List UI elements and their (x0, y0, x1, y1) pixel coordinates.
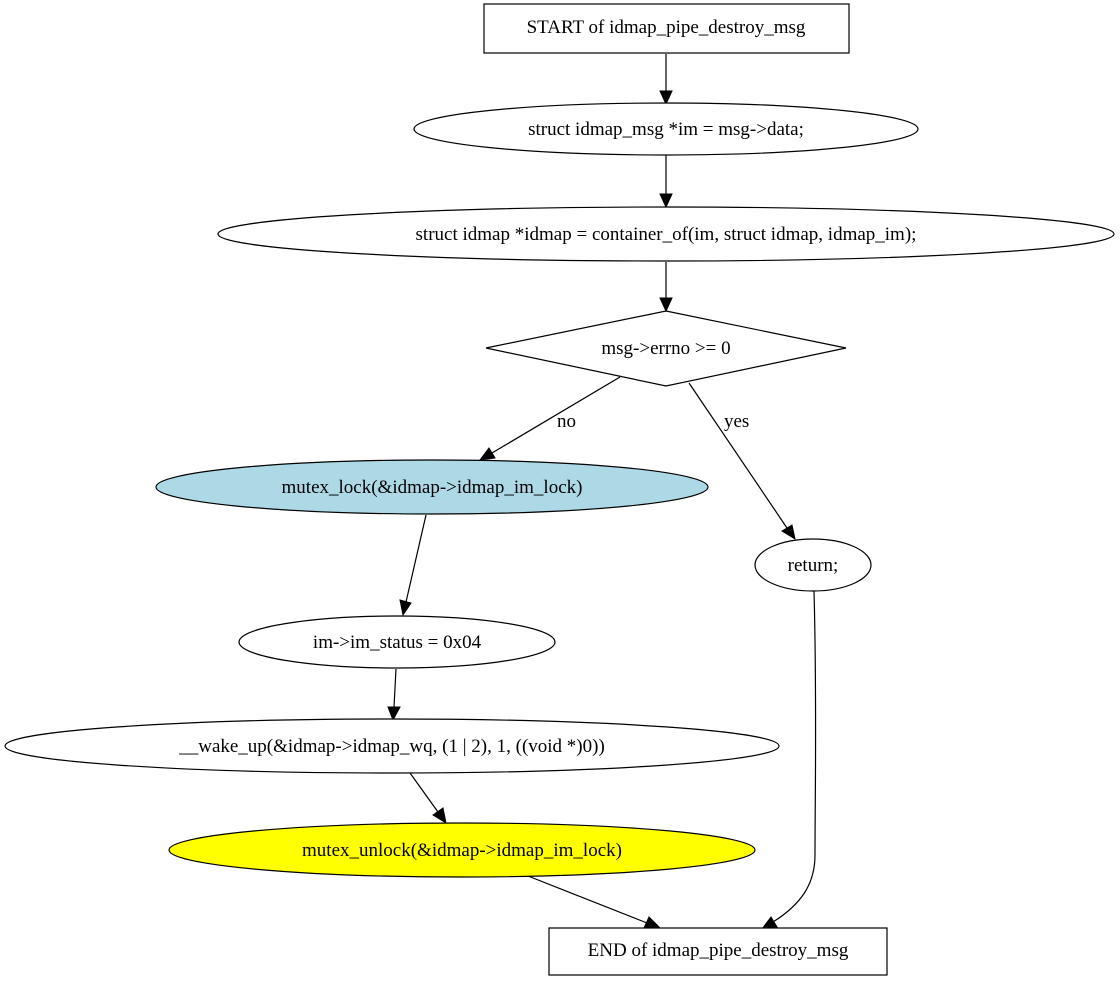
wake-up-label: __wake_up(&idmap->idmap_wq, (1 | 2), 1, … (178, 736, 605, 757)
node-mutex-lock: mutex_lock(&idmap->idmap_im_lock) (155, 459, 709, 515)
node-im-status: im->im_status = 0x04 (238, 615, 556, 669)
node-mutex-unlock: mutex_unlock(&idmap->idmap_im_lock) (168, 822, 756, 878)
node-return: return; (754, 538, 872, 592)
decl-im-label: struct idmap_msg *im = msg->data; (528, 119, 804, 140)
edge-cond-yes-to-return (688, 382, 796, 541)
return-ellipse (754, 538, 872, 592)
end-box (548, 927, 888, 976)
return-label: return; (788, 555, 839, 576)
edge-label-yes: yes (724, 411, 749, 432)
edge-decl-im-to-decl-idmap (659, 154, 673, 209)
im-status-label: im->im_status = 0x04 (313, 632, 482, 653)
edge-lock-to-status (399, 514, 427, 617)
node-decl-idmap: struct idmap *idmap = container_of(im, s… (217, 206, 1115, 262)
edge-unlock-to-end (527, 875, 661, 929)
edge-start-to-decl-im (659, 54, 673, 106)
start-box (483, 3, 850, 54)
edge-decl-idmap-to-cond (659, 262, 673, 313)
decl-idmap-ellipse (217, 206, 1115, 262)
decl-idmap-label: struct idmap *idmap = container_of(im, s… (416, 224, 917, 245)
edge-return-to-end (760, 590, 817, 930)
wake-up-ellipse (4, 718, 780, 774)
condition-diamond (485, 310, 847, 387)
condition-label: msg->errno >= 0 (601, 338, 730, 359)
edge-wake-to-unlock (409, 772, 447, 825)
mutex-lock-label: mutex_lock(&idmap->idmap_im_lock) (282, 477, 583, 498)
mutex-lock-ellipse (155, 459, 709, 515)
edge-cond-no-to-lock (478, 376, 621, 461)
edge-label-no: no (557, 411, 576, 432)
node-condition: msg->errno >= 0 (485, 310, 847, 387)
edge-status-to-wake (387, 668, 401, 722)
node-end: END of idmap_pipe_destroy_msg (548, 927, 888, 976)
im-status-ellipse (238, 615, 556, 669)
node-wake-up: __wake_up(&idmap->idmap_wq, (1 | 2), 1, … (4, 718, 780, 774)
end-label: END of idmap_pipe_destroy_msg (588, 940, 849, 961)
mutex-unlock-ellipse (168, 822, 756, 878)
mutex-unlock-label: mutex_unlock(&idmap->idmap_im_lock) (302, 840, 622, 861)
decl-im-ellipse (413, 102, 919, 156)
node-start: START of idmap_pipe_destroy_msg (483, 3, 850, 54)
start-label: START of idmap_pipe_destroy_msg (527, 17, 806, 38)
node-decl-im: struct idmap_msg *im = msg->data; (413, 102, 919, 156)
